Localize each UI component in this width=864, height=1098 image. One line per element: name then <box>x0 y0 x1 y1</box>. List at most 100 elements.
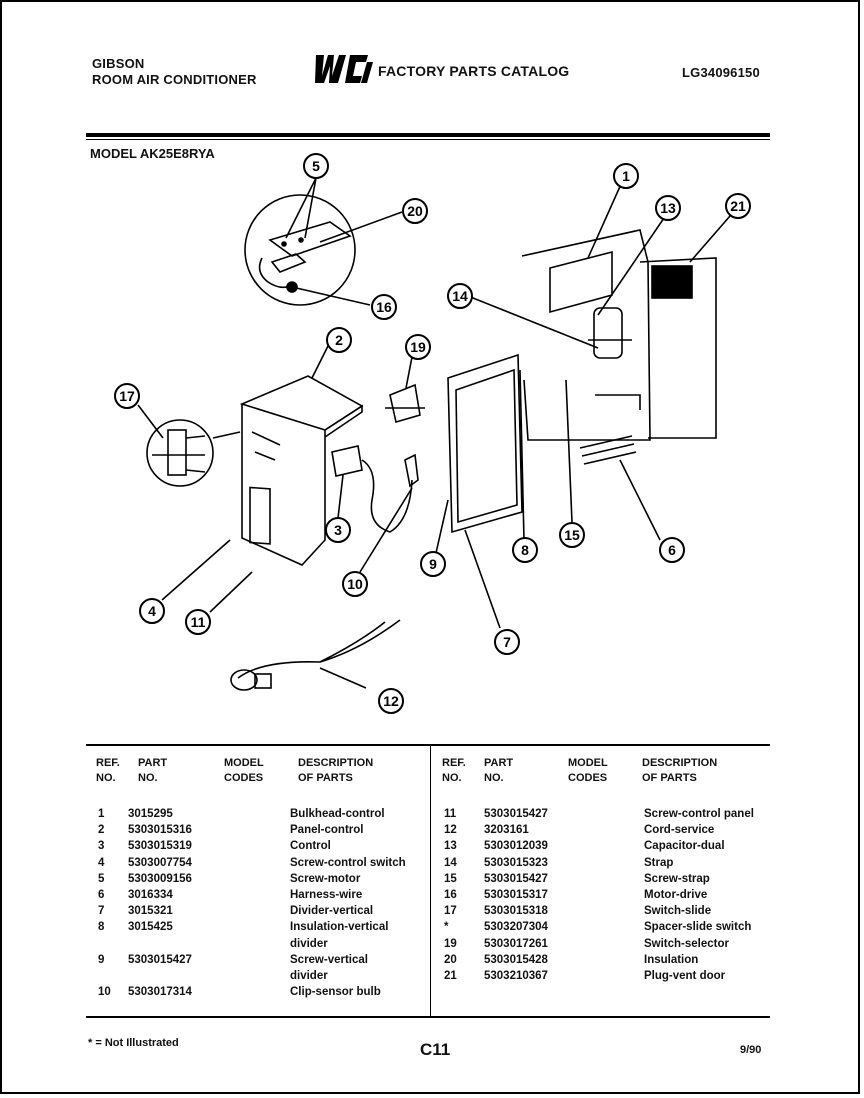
part-description: Control <box>290 840 331 853</box>
part-description: Harness-wire <box>290 888 363 901</box>
model-label: MODEL AK25E8RYA <box>90 146 215 161</box>
brand-name: GIBSON <box>92 56 145 71</box>
ref-no: 10 <box>98 986 111 999</box>
callout-17: 17 <box>114 383 140 409</box>
ref-no: * <box>444 921 449 934</box>
part-description: Plug-vent door <box>644 969 726 982</box>
part-no: 5303017261 <box>484 937 548 950</box>
part-no: 3203161 <box>484 824 529 837</box>
callout-9: 9 <box>420 551 446 577</box>
exploded-parts-diagram: 1 2 3 4 5 6 7 8 9 10 11 12 13 14 15 16 1… <box>114 153 751 714</box>
table-row: * 5303207304 Spacer-slide switch <box>444 921 768 937</box>
sensor-bulb-drawing <box>404 453 419 488</box>
header-ref-left: REF.NO. <box>96 757 120 784</box>
callout-20: 20 <box>402 198 428 224</box>
part-description: Panel-control <box>290 824 364 837</box>
ref-no: 6 <box>98 888 105 901</box>
callout-16: 16 <box>371 294 397 320</box>
vent-door-panel-drawing <box>639 257 717 439</box>
ref-no: 21 <box>444 969 457 982</box>
part-no: 5303009156 <box>128 872 192 885</box>
svg-text:13: 13 <box>660 200 676 216</box>
wire-harness-drawing <box>579 435 637 465</box>
inset-circle <box>244 194 356 306</box>
svg-text:2: 2 <box>335 332 343 348</box>
ref-no: 12 <box>444 824 457 837</box>
part-no: 5303015316 <box>128 824 192 837</box>
callout-5: 5 <box>303 153 329 179</box>
part-no: 5303015427 <box>128 953 192 966</box>
part-no: 5303210367 <box>484 969 548 982</box>
table-row: divider <box>98 970 428 986</box>
part-description: Screw-motor <box>290 872 361 885</box>
table-row: 5 5303009156 Screw-motor <box>98 873 428 889</box>
header-ref-right: REF.NO. <box>442 757 466 784</box>
callout-8: 8 <box>512 537 538 563</box>
part-no: 5303015323 <box>484 856 548 869</box>
ref-no: 8 <box>98 921 105 934</box>
callout-4: 4 <box>139 598 165 624</box>
ref-no: 4 <box>98 856 105 869</box>
part-no: 5303012039 <box>484 840 548 853</box>
slide-switch-inset <box>146 419 214 487</box>
table-bottom-rule <box>86 1016 770 1018</box>
svg-text:8: 8 <box>521 542 529 558</box>
part-description: Screw-control switch <box>290 856 406 869</box>
part-description: Motor-drive <box>644 888 708 901</box>
ref-no: 20 <box>444 953 457 966</box>
svg-text:3: 3 <box>334 522 342 538</box>
part-description: Screw-strap <box>644 872 710 885</box>
part-no: 5303207304 <box>484 921 548 934</box>
ref-no: 2 <box>98 824 105 837</box>
ref-no: 9 <box>98 953 105 966</box>
ref-no: 5 <box>98 872 105 885</box>
bulkhead-drawing <box>521 229 651 441</box>
ref-no: 11 <box>444 808 457 820</box>
ref-no: 17 <box>444 905 457 918</box>
part-description: Cord-service <box>644 824 715 837</box>
callout-2: 2 <box>326 327 352 353</box>
control-panel-top <box>239 375 364 431</box>
ref-no: 16 <box>444 888 457 901</box>
part-description: divider <box>290 969 328 982</box>
table-row: 16 5303015317 Motor-drive <box>444 889 768 905</box>
header-rule <box>86 133 770 137</box>
part-no: 3016334 <box>128 888 173 901</box>
catalog-code: LG34096150 <box>682 65 760 80</box>
part-description: Divider-vertical <box>290 905 374 918</box>
part-no: 3015425 <box>128 921 173 934</box>
control-drawing <box>331 445 363 477</box>
part-no: 5303015317 <box>484 888 548 901</box>
part-no: 3015321 <box>128 905 173 918</box>
part-description: Spacer-slide switch <box>644 921 752 934</box>
motor-insulation-drawing <box>268 221 352 257</box>
capacitor-drawing <box>593 307 623 359</box>
svg-text:9: 9 <box>429 556 437 572</box>
part-description: divider <box>290 937 328 950</box>
callout-21: 21 <box>725 193 751 219</box>
vertical-divider-drawing <box>447 353 523 534</box>
part-no: 3015295 <box>128 808 173 820</box>
svg-text:5: 5 <box>312 158 320 174</box>
svg-text:20: 20 <box>407 203 423 219</box>
footnote: * = Not Illustrated <box>88 1037 179 1049</box>
svg-text:16: 16 <box>376 299 392 315</box>
slide-switch-drawing <box>167 429 187 476</box>
part-no: 5303015428 <box>484 953 548 966</box>
callout-1: 1 <box>613 163 639 189</box>
ref-no: 15 <box>444 872 457 885</box>
callout-14: 14 <box>447 283 473 309</box>
